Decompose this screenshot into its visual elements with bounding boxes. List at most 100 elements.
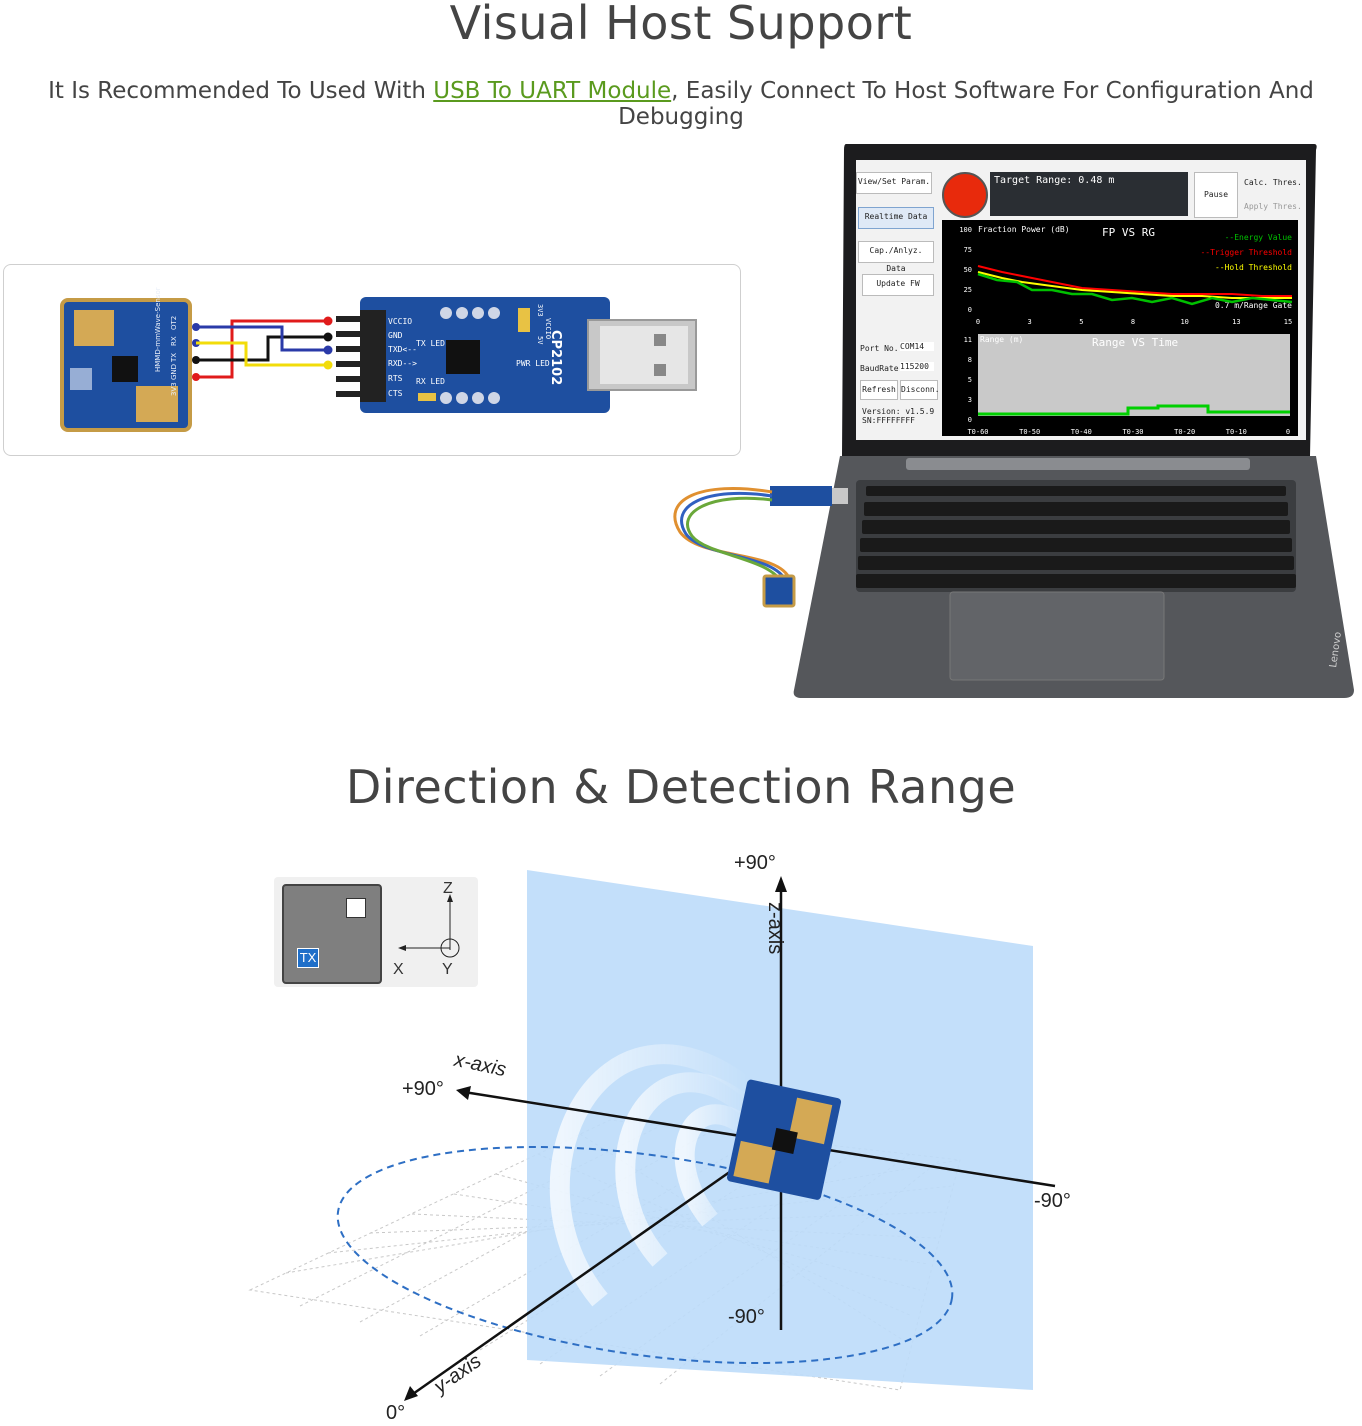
legend-axes-icon — [398, 894, 460, 958]
chart2-ytick-1: 8 — [968, 356, 972, 364]
chart1-ylabel: Fraction Power (dB) — [978, 225, 1070, 234]
trigger-threshold-line — [977, 265, 1292, 297]
range-gate-label: 0.7 m/Range Gate — [1215, 301, 1292, 310]
y-axis-zero-label: 0° — [386, 1402, 406, 1424]
laptop-touchpad — [949, 591, 1165, 681]
chart1-xtick-5: 13 — [1232, 318, 1240, 326]
realtime-data-button[interactable]: Realtime Data — [858, 207, 934, 229]
x-axis-left-label: +90° — [402, 1078, 444, 1100]
chart1-ytick-0: 100 — [959, 226, 972, 234]
x-axis-arrow-icon — [456, 1086, 471, 1100]
legend-z-label: Z — [443, 880, 453, 897]
host-software-window: View/Set Param. Realtime Data Cap./Anlyz… — [856, 160, 1302, 440]
baudrate-select[interactable]: 115200 — [900, 362, 934, 371]
usb-uart-board — [360, 297, 610, 413]
energy-value-line — [977, 272, 1293, 306]
update-fw-button[interactable]: Update FW — [862, 274, 934, 296]
chart1-ytick-4: 0 — [968, 306, 972, 314]
wiring-diagram: HMMD-mmWave-Sensor OT2 RX TX GND 3V3 — [60, 287, 697, 432]
module-pin-5: CTS — [388, 389, 403, 398]
laptop-brand: Lenovo — [1328, 631, 1344, 668]
chart2-xtick-5: T0-10 — [1226, 428, 1247, 436]
sensor-module-3d — [727, 1079, 842, 1200]
legend-energy: --Energy Value — [1225, 233, 1293, 242]
cap-anlyz-data-button[interactable]: Cap./Anlyz. Data — [858, 241, 934, 273]
chart1-xtick-3: 8 — [1131, 318, 1135, 326]
z-axis-top-label: +90° — [734, 852, 776, 874]
section-title-direction: Direction & Detection Range — [345, 760, 1017, 814]
module-chip-label: CP2102 — [548, 330, 563, 385]
chart2-xtick-2: T0-40 — [1071, 428, 1092, 436]
port-label: Port No. — [860, 344, 899, 353]
sensor-pin-3: GND — [170, 364, 178, 380]
chart2-ylabel: Range (m) — [980, 335, 1023, 344]
module-pin-3: RXD--> — [388, 359, 417, 368]
chart1-ytick-2: 50 — [964, 266, 972, 274]
chart1-xtick-4: 10 — [1180, 318, 1188, 326]
apply-thres-button[interactable]: Apply Thres. — [1244, 202, 1302, 211]
legend-hold: --Hold Threshold — [1215, 263, 1292, 272]
sensor-pin-2: TX — [170, 353, 178, 363]
subtitle: It Is Recommended To Used With USB To UA… — [0, 78, 1362, 130]
small-sensor-board — [762, 574, 796, 608]
module-label-3v3: 3V3 — [536, 304, 544, 317]
chart2-xtick-3: T0-30 — [1122, 428, 1143, 436]
sensor-pin-4: 3V3 — [170, 382, 178, 396]
module-label-pwr-led: PWR LED — [516, 359, 550, 368]
page-title: Visual Host Support — [449, 0, 913, 50]
z-axis-bottom-label: -90° — [728, 1306, 765, 1328]
sensor-label-text: HMMD-mmWave-Sensor — [154, 287, 162, 372]
x-axis-right-label: -90° — [1034, 1190, 1071, 1212]
calc-thres-button[interactable]: Calc. Thres. — [1244, 178, 1302, 187]
sensor-pin-1: RX — [170, 336, 178, 346]
module-pin-1: GND — [388, 331, 403, 340]
chart1-xtick-6: 15 — [1284, 318, 1292, 326]
view-set-param-button[interactable]: View/Set Param. — [856, 172, 932, 194]
record-indicator-icon — [942, 172, 988, 218]
baudrate-label: BaudRate — [860, 364, 899, 373]
usb-to-uart-link[interactable]: USB To UART Module — [433, 78, 672, 104]
legend-x-label: X — [393, 961, 404, 978]
module-pin-2: TXD<-- — [388, 345, 417, 354]
chart2-ytick-2: 5 — [968, 376, 972, 384]
port-select[interactable]: COM14 — [900, 342, 934, 351]
pause-button[interactable]: Pause — [1194, 172, 1238, 218]
serial-number: SN:FFFFFFFF — [862, 416, 915, 425]
sensor-antenna-rx — [74, 310, 114, 346]
small-usb-module — [770, 486, 832, 506]
target-range-display: Target Range: 0.48 m — [990, 172, 1188, 216]
module-label-5v: 5V — [536, 336, 544, 345]
legend-y-label: Y — [442, 961, 453, 978]
fp-vs-rg-chart: FP VS RG Fraction Power (dB) 1007550250 … — [942, 220, 1298, 330]
chart2-ytick-4: 0 — [968, 416, 972, 424]
chart2-ytick-0: 11 — [964, 336, 972, 344]
chart2-title: Range VS Time — [1092, 336, 1178, 349]
sensor-pin-0: OT2 — [170, 316, 178, 330]
chart2-ytick-3: 3 — [968, 396, 972, 404]
version-label: Version: v1.5.9 — [862, 407, 935, 416]
legend-trigger: --Trigger Threshold — [1200, 248, 1292, 257]
module-jumper — [518, 308, 530, 332]
legend-rx-marker — [346, 898, 366, 918]
chart1-xtick-0: 0 — [976, 318, 980, 326]
chart2-xtick-4: T0-20 — [1174, 428, 1195, 436]
refresh-button[interactable]: Refresh — [860, 380, 898, 400]
module-label-rx-led: RX LED — [416, 377, 445, 386]
sensor-chip — [112, 356, 138, 382]
chart2-xtick-1: T0-50 — [1019, 428, 1040, 436]
module-label-vccio: VCCIO — [544, 318, 552, 339]
hold-threshold-line — [977, 271, 1292, 299]
disconn-button[interactable]: Disconn. — [900, 380, 940, 400]
detection-range-diagram — [248, 870, 1056, 1401]
detection-range-ellipse — [336, 1145, 954, 1365]
sensor-antenna-tx — [136, 386, 178, 422]
chart1-ytick-3: 25 — [964, 286, 972, 294]
chart1-xtick-2: 5 — [1079, 318, 1083, 326]
cp2102-chip — [446, 340, 480, 374]
module-label-tx-led: TX LED — [416, 339, 445, 348]
subtitle-after: , Easily Connect To Host Software For Co… — [618, 78, 1314, 130]
legend-tx-marker: TX — [297, 948, 319, 968]
subtitle-before: It Is Recommended To Used With — [48, 78, 434, 104]
sensor-component — [70, 368, 92, 390]
